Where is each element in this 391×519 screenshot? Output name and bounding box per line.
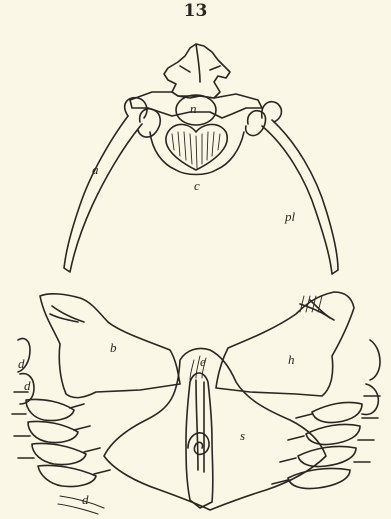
label-e: e xyxy=(200,354,206,369)
label-d-lower: d xyxy=(82,492,89,507)
label-n: n xyxy=(190,101,197,116)
right-lateral-plate xyxy=(216,292,354,396)
left-digit-bones xyxy=(12,338,110,486)
label-c: c xyxy=(194,178,200,193)
label-pl: pl xyxy=(284,209,296,224)
label-d-upper: d xyxy=(18,356,25,371)
label-s: s xyxy=(240,428,245,443)
left-pleural-rib xyxy=(64,116,142,272)
right-pleural-rib xyxy=(262,120,338,274)
label-a: a xyxy=(92,162,99,177)
plastron-figure xyxy=(40,292,354,510)
label-b: b xyxy=(110,340,117,355)
label-h: h xyxy=(288,352,295,367)
label-d-middle: d xyxy=(24,378,31,393)
vertebra-figure xyxy=(64,44,338,274)
